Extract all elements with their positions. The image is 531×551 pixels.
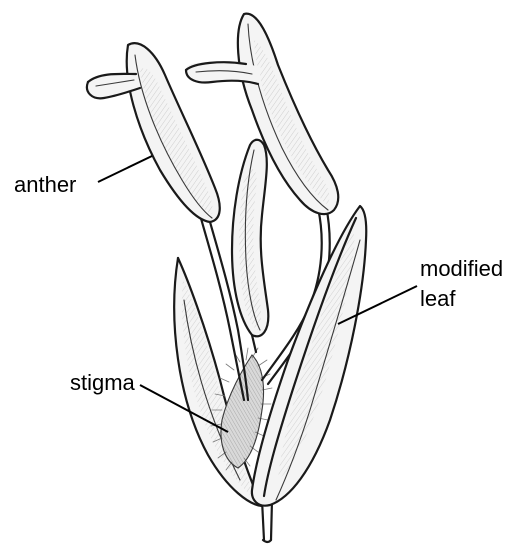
anther-pointer [98, 156, 152, 182]
modified-leaf-label-line1: modified [420, 256, 503, 281]
modified-leaf-label-line2: leaf [420, 286, 456, 311]
modified-leaf [252, 206, 366, 506]
anther-label: anther [14, 172, 76, 197]
stigma-label: stigma [70, 370, 136, 395]
middle-anther [232, 140, 268, 352]
